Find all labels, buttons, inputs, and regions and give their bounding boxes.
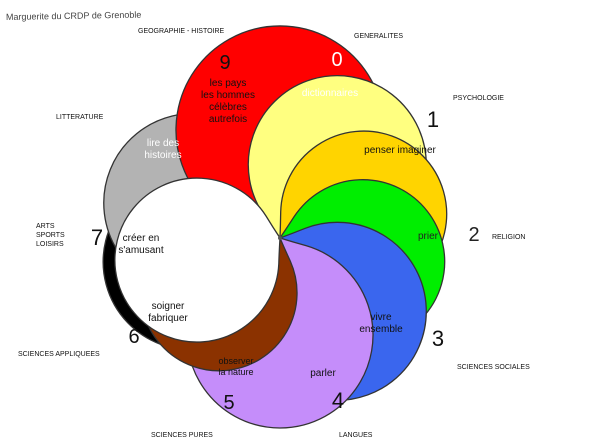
petal-6-number: 6 <box>128 326 139 348</box>
petal-9 <box>114 177 281 343</box>
petal-1-number: 1 <box>427 107 439 132</box>
credit-caption: Marguerite du CRDP de Grenoble <box>6 10 142 22</box>
petal-4-text-line: parler <box>310 368 336 379</box>
category-label-0: GENERALITES <box>354 33 403 40</box>
petal-8-number: 8 <box>127 112 138 134</box>
petal-7-number: 7 <box>91 225 103 250</box>
petal-9-text-line: célèbres <box>209 102 247 113</box>
petal-3-number: 3 <box>432 326 444 351</box>
category-label-7: ARTS <box>36 223 55 230</box>
petal-5-text-line: observer <box>218 356 253 366</box>
petal-6-text-line: soigner <box>152 301 185 312</box>
petal-labels: 0 dictionnaires 1 penser imaginer 2 prier 3 viv… <box>91 49 480 414</box>
category-label-4: LANGUES <box>339 432 373 439</box>
petal-0-text-line: dictionnaires <box>302 88 358 99</box>
petal-6-text-line: fabriquer <box>148 313 188 324</box>
category-label-5: SCIENCES PURES <box>151 432 213 439</box>
category-label-8: LITTERATURE <box>56 114 104 121</box>
category-label-2: RELIGION <box>492 234 525 241</box>
petal-7-text-line: s'amusant <box>118 245 163 256</box>
petal-9-text-line: les pays <box>210 78 247 89</box>
petal-7-text-line: créer en <box>123 233 160 244</box>
petal-5-text-line: la nature <box>218 367 253 377</box>
petal-2-text-line: prier <box>418 231 439 242</box>
petal-3-text-line: ensemble <box>359 324 403 335</box>
category-label-9: GEOGRAPHIE - HISTOIRE <box>138 28 225 35</box>
category-labels: GENERALITES PSYCHOLOGIE RELIGION SCIENCES S… <box>18 28 530 439</box>
petal-9-number: 9 <box>219 52 230 74</box>
category-label-1: PSYCHOLOGIE <box>453 95 504 102</box>
petal-8-text-line: lire des <box>147 138 179 149</box>
petal-3-text-line: vivre <box>370 312 392 323</box>
petal-4-number: 4 <box>332 388 344 413</box>
petal-2-number: 2 <box>468 224 479 246</box>
petal-5-number: 5 <box>223 392 234 414</box>
petal-1-text-line: penser imaginer <box>364 145 436 156</box>
petals <box>102 25 448 429</box>
center-point <box>278 236 282 240</box>
petal-9-text-line: les hommes <box>201 90 255 101</box>
category-label-7: LOISIRS <box>36 241 64 248</box>
category-label-6: SCIENCES APPLIQUEES <box>18 351 100 358</box>
petal-8-text-line: histoires <box>144 150 181 161</box>
category-label-3: SCIENCES SOCIALES <box>457 364 530 371</box>
petal-0-number: 0 <box>331 49 342 71</box>
petal-9-text-line: autrefois <box>209 114 247 125</box>
category-label-7: SPORTS <box>36 232 65 239</box>
